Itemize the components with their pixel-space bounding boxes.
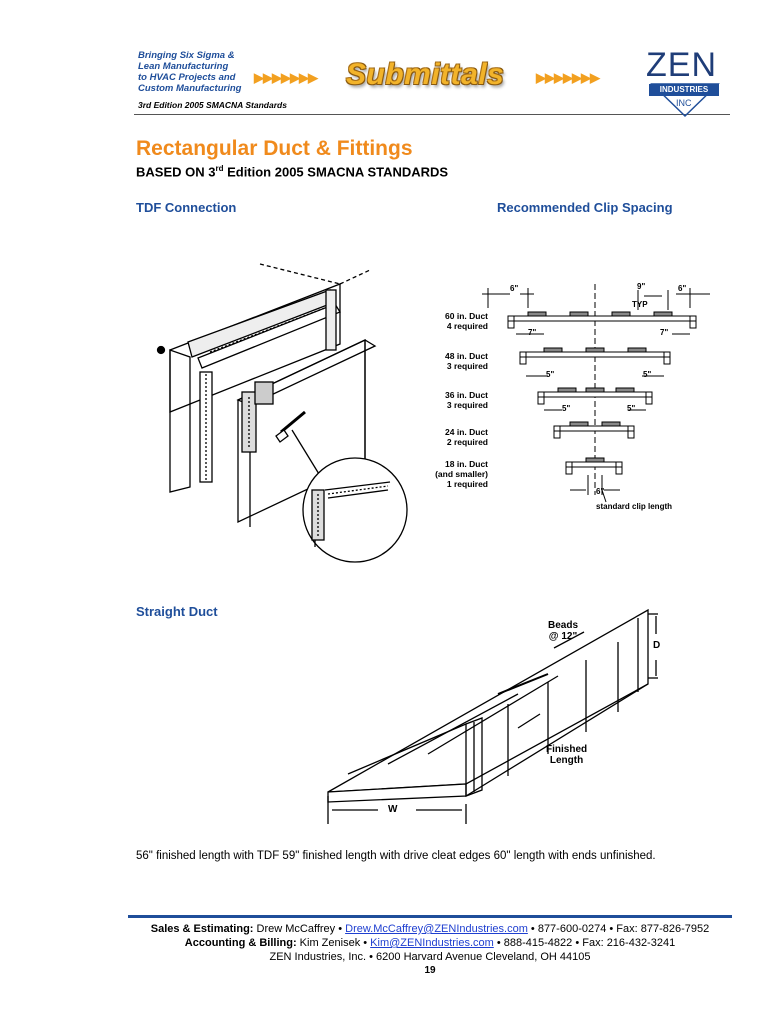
page-title: Rectangular Duct & Fittings: [136, 137, 413, 160]
dim-label: 5": [643, 370, 652, 379]
subtitle-sup: rd: [215, 164, 224, 173]
clip-spacing-diagram: [482, 284, 710, 503]
dim-label: 9": [637, 282, 646, 291]
subtitle-prefix: BASED ON 3: [136, 164, 216, 180]
standard-clip-label: standard clip length: [596, 502, 673, 511]
header-divider: [134, 114, 730, 115]
d-dimension-label: D: [653, 640, 661, 651]
dim-label: 6": [596, 487, 605, 496]
section-tdf-heading: TDF Connection: [136, 200, 237, 215]
dim-label: 5": [562, 404, 571, 413]
header-tagline: Bringing Six Sigma & Lean Manufacturing …: [138, 50, 250, 94]
clip-row-line: 24 in. Duct: [445, 427, 488, 437]
clip-row-line: 3 required: [446, 400, 488, 410]
dim-label: 6": [510, 284, 519, 293]
accounting-name: Kim Zenisek •: [296, 937, 371, 949]
sales-contact: • 877-600-0274 • Fax: 877-826-7952: [527, 923, 710, 935]
finished-line: Length: [549, 755, 584, 766]
clip-row-line: 18 in. Duct: [445, 459, 488, 469]
clip-row-line: 1 required: [446, 479, 488, 489]
tagline-line: Bringing Six Sigma &: [138, 50, 235, 61]
dim-label: 7": [660, 328, 669, 337]
page-subtitle: BASED ON 3rd Edition 2005 SMACNA STANDAR…: [136, 164, 448, 179]
section-straight-heading: Straight Duct: [136, 604, 218, 619]
sales-name: Drew McCaffrey •: [253, 923, 346, 935]
logo-band: INDUSTRIES: [649, 84, 719, 96]
accounting-email-link[interactable]: Kim@ZENIndustries.com: [370, 937, 494, 949]
arrows-right-icon: ▶▶▶▶▶▶▶: [536, 70, 600, 85]
accounting-label: Accounting & Billing:: [184, 937, 297, 949]
accounting-contact: • 888-415-4822 • Fax: 216-432-3241: [493, 937, 676, 949]
w-dimension-label: W: [388, 804, 398, 815]
clip-row-line: (and smaller): [435, 469, 488, 479]
duct-length-caption: 56" finished length with TDF 59" finishe…: [136, 850, 656, 862]
dim-label: 6": [678, 284, 687, 293]
clip-row-line: 2 required: [446, 437, 488, 447]
footer-address: ZEN Industries, Inc. • 6200 Harvard Aven…: [269, 951, 591, 963]
dim-label: 7": [528, 328, 537, 337]
subtitle-rest: Edition 2005 SMACNA STANDARDS: [223, 164, 449, 180]
sales-label: Sales & Estimating:: [150, 923, 254, 935]
dim-label: 5": [546, 370, 555, 379]
clip-row-line: 48 in. Duct: [445, 351, 488, 361]
footer-sales-line: Sales & Estimating: Drew McCaffrey • Dre…: [128, 923, 732, 935]
tagline-line: to HVAC Projects and: [138, 72, 236, 83]
clip-row-line: 60 in. Duct: [445, 311, 488, 321]
dim-label: 5": [627, 404, 636, 413]
tagline-line: Lean Manufacturing: [138, 61, 229, 72]
section-clip-heading: Recommended Clip Spacing: [497, 200, 673, 215]
beads-line: @ 12": [548, 631, 578, 642]
beads-line: Beads: [548, 620, 579, 631]
footer-divider: [128, 915, 732, 918]
clip-row-label: 18 in. Duct(and smaller)1 required: [400, 459, 488, 489]
sales-email-link[interactable]: Drew.McCaffrey@ZENIndustries.com: [345, 923, 528, 935]
dim-label: TYP: [632, 300, 648, 309]
banner-title: Submittals: [346, 58, 505, 91]
beads-label: Beads@ 12": [548, 620, 578, 642]
header-edition: 3rd Edition 2005 SMACNA Standards: [138, 100, 287, 110]
finished-line: Finished: [546, 744, 588, 755]
logo-suffix: INC: [676, 98, 692, 108]
clip-row-line: 36 in. Duct: [445, 390, 488, 400]
arrows-left-icon: ▶▶▶▶▶▶▶: [254, 70, 318, 85]
page-number: 19: [424, 965, 436, 976]
tdf-connection-illustration: [156, 263, 408, 563]
tagline-line: Custom Manufacturing: [138, 83, 242, 94]
clip-row-line: 4 required: [446, 321, 488, 331]
logo-text: ZEN: [646, 46, 717, 84]
straight-duct-illustration: [327, 608, 658, 824]
footer-accounting-line: Accounting & Billing: Kim Zenisek • Kim@…: [128, 937, 732, 949]
clip-row-line: 3 required: [446, 361, 488, 371]
